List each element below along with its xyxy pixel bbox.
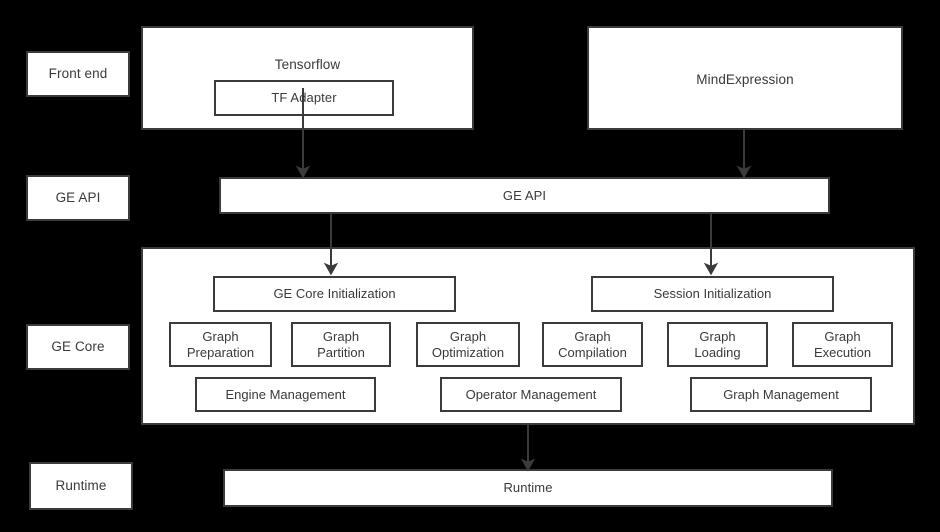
stage-label-front-end: Front end (26, 51, 130, 97)
tensorflow-container: Tensorflow TF Adapter (141, 26, 474, 130)
stage-label-ge-core: GE Core (26, 324, 130, 370)
runtime-box[interactable]: Runtime (223, 469, 833, 507)
management-box-operator-management[interactable]: Operator Management (440, 377, 622, 412)
module-box-graph-execution[interactable]: Graph Execution (792, 322, 893, 367)
ge-api-box[interactable]: GE API (219, 177, 830, 214)
management-box-graph-management[interactable]: Graph Management (690, 377, 872, 412)
mindexpression-container: MindExpression (587, 26, 903, 130)
stage-label-runtime: Runtime (29, 462, 133, 510)
stage-label-ge-api: GE API (26, 175, 130, 221)
module-box-graph-optimization[interactable]: Graph Optimization (416, 322, 520, 367)
module-box-graph-preparation[interactable]: Graph Preparation (169, 322, 272, 367)
ge-core-initialization-box[interactable]: GE Core Initialization (213, 276, 456, 312)
module-box-graph-partition[interactable]: Graph Partition (291, 322, 391, 367)
mindexpression-label: MindExpression (696, 72, 794, 87)
module-box-graph-loading[interactable]: Graph Loading (667, 322, 768, 367)
tf-adapter-box[interactable]: TF Adapter (214, 80, 394, 116)
management-box-engine-management[interactable]: Engine Management (195, 377, 376, 412)
ge-core-panel: GE Core Initialization Session Initializ… (141, 247, 915, 425)
session-initialization-box[interactable]: Session Initialization (591, 276, 834, 312)
module-box-graph-compilation[interactable]: Graph Compilation (542, 322, 643, 367)
tensorflow-label: Tensorflow (274, 57, 341, 72)
